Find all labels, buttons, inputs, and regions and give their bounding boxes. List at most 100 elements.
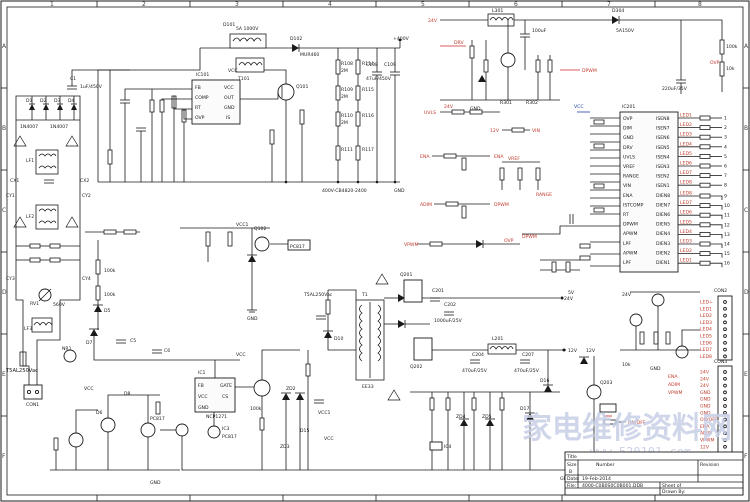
cy1-label: CY1 [6, 193, 15, 199]
con3-pin-label: ADIM [700, 431, 712, 437]
size-label: Size [567, 462, 577, 468]
con2-pin-label: LED5 [700, 334, 712, 340]
ic101-pin-ovp: OVP [195, 115, 205, 121]
ena-net: ENA [420, 154, 430, 160]
output-connectors: CON2 LED+LED1LED2LED3LED4LED5LED6LED7LED… [620, 288, 733, 467]
r109-value: 2M [341, 94, 348, 100]
l201-label: L201 [492, 336, 503, 342]
d17-label: D17 [520, 406, 529, 412]
r110-label: R110 [341, 113, 353, 119]
dim-channel-resistor [699, 212, 711, 218]
con2-pin [723, 306, 727, 311]
q101-mosfet [277, 83, 295, 101]
pfc-inductor [229, 33, 267, 49]
r111-label: R111 [341, 147, 353, 153]
q101-label: Q101 [296, 84, 308, 90]
d16-label: D16 [540, 378, 549, 384]
warning-triangle [13, 135, 27, 147]
number-label: Number [596, 462, 615, 468]
size-value: B [569, 469, 572, 475]
vpwm-net: VPWM [404, 242, 418, 248]
dim-channel-resistor [699, 222, 711, 228]
dim-channel-pin-number: 15 [724, 251, 730, 257]
ic4-label: IC4 [444, 444, 452, 450]
d6-label: D6 [96, 410, 103, 416]
vcc-left-label: VCC [84, 386, 94, 392]
zone-col-8: 8 [698, 1, 702, 8]
ic101-pin-is: IS [226, 115, 230, 121]
con2-pin [723, 300, 727, 304]
d3-label: D3 [54, 98, 61, 104]
pc817-label: PC817 [290, 244, 305, 250]
zone-row-f: F [2, 453, 6, 460]
led-channel-label: LED2 [680, 122, 692, 128]
cy3-label: CY3 [6, 276, 15, 282]
ic1-label: IC1 [198, 370, 206, 376]
out-5v-label: 5V [568, 290, 575, 296]
out-24v-label: 24V [564, 296, 574, 302]
con3-pin-label: ENA [700, 424, 710, 430]
ic1-pwm-controller [194, 377, 236, 413]
led-channel-label: LED3 [680, 132, 692, 138]
dim-channel-wire [710, 195, 723, 200]
rv1-value: 560V [53, 302, 66, 308]
q102-transistor [254, 236, 270, 252]
con1-connector [23, 384, 43, 400]
dim-channel-label: LED4 [680, 229, 692, 235]
q202-mosfet [413, 337, 433, 361]
zone-row-b-right: B [744, 125, 748, 132]
ic201-pin-rt: RT [623, 212, 629, 218]
t1-value: EE33 [362, 384, 374, 390]
con3-pin [723, 370, 727, 374]
dim-channel-pin-number: 16 [724, 261, 730, 267]
led-channel-label: LED5 [680, 151, 692, 157]
zone-row-c-right: C [744, 207, 748, 214]
ic201-pin-isen6: ISEN6 [656, 135, 670, 141]
con2-pin-label: LED2 [700, 313, 712, 319]
ic201-led-driver: IC201 OVPDIMGNDDRVUVLSVREFRANGEVINENAIST… [404, 104, 730, 273]
zd2-label: ZD2 [286, 386, 296, 392]
ic1-pin-fb: FB [198, 383, 204, 389]
bridge-rectifier [29, 96, 77, 120]
zone-row-e: E [2, 371, 6, 378]
con3-pin [723, 424, 727, 429]
con2-pin-label: LED7 [700, 347, 712, 353]
uvls-net: UVLS [424, 110, 436, 116]
nr1-label: NR1 [62, 346, 72, 352]
ic201-pin-dien2: DIEN2 [656, 250, 670, 256]
ic101-pin-rt: RT [195, 105, 201, 111]
con3-pin-label: ON/OFF [700, 417, 718, 423]
ic201-pin-dien5: DIEN5 [656, 222, 670, 228]
ic201-pin-dien7: DIEN7 [656, 202, 670, 208]
pfc-section: IC101 FB COMP RT OVP VCC OUT GND IS 5A 1… [97, 22, 410, 194]
mains-input-section: CON1 T5AL250Vac LF3 RV1 560V NR1 LF2 CX1… [5, 69, 130, 408]
led-channel-resistor [699, 182, 711, 188]
con3-pin-label: 24V [700, 370, 710, 376]
fuse2-label: T5AL250Vac [303, 292, 333, 298]
c108-label: C108 [366, 62, 378, 68]
dim-channel-wire [710, 214, 723, 220]
ic201-pin-dien1: DIEN1 [656, 260, 670, 266]
led-channel-resistor [699, 144, 711, 150]
bus-note: 400V-CB4820-2400 [322, 188, 367, 194]
led-channel-pin-number: 5 [724, 154, 727, 160]
con3-pin [723, 438, 727, 442]
standby-flyback-section: Q102 VCC1 PC817 100k 100k D5 D7 C5 C6 IC… [50, 222, 360, 486]
ic201-pin-isen4: ISEN4 [656, 154, 670, 160]
zone-row-d-right: D [744, 289, 749, 296]
warning-triangle [387, 389, 401, 401]
vcc1-label: VCC1 [318, 410, 331, 416]
con3-pin-label: 24V [700, 376, 710, 382]
r108-label: R108 [341, 61, 353, 67]
d304-label: D304 [612, 8, 624, 14]
led-channel-label: LED7 [680, 170, 692, 176]
ic1-pin-vcc: VCC [198, 394, 208, 400]
zone-col-2: 2 [142, 1, 146, 8]
v12-vin: 12V [490, 128, 500, 134]
dim-channel-resistor [699, 241, 711, 247]
r117-label: R117 [362, 147, 374, 153]
led-channel-resistor [699, 153, 711, 159]
zd3-label: ZD3 [280, 444, 290, 450]
r116-label: R116 [362, 113, 374, 119]
q-standby-mosfet [253, 379, 271, 397]
